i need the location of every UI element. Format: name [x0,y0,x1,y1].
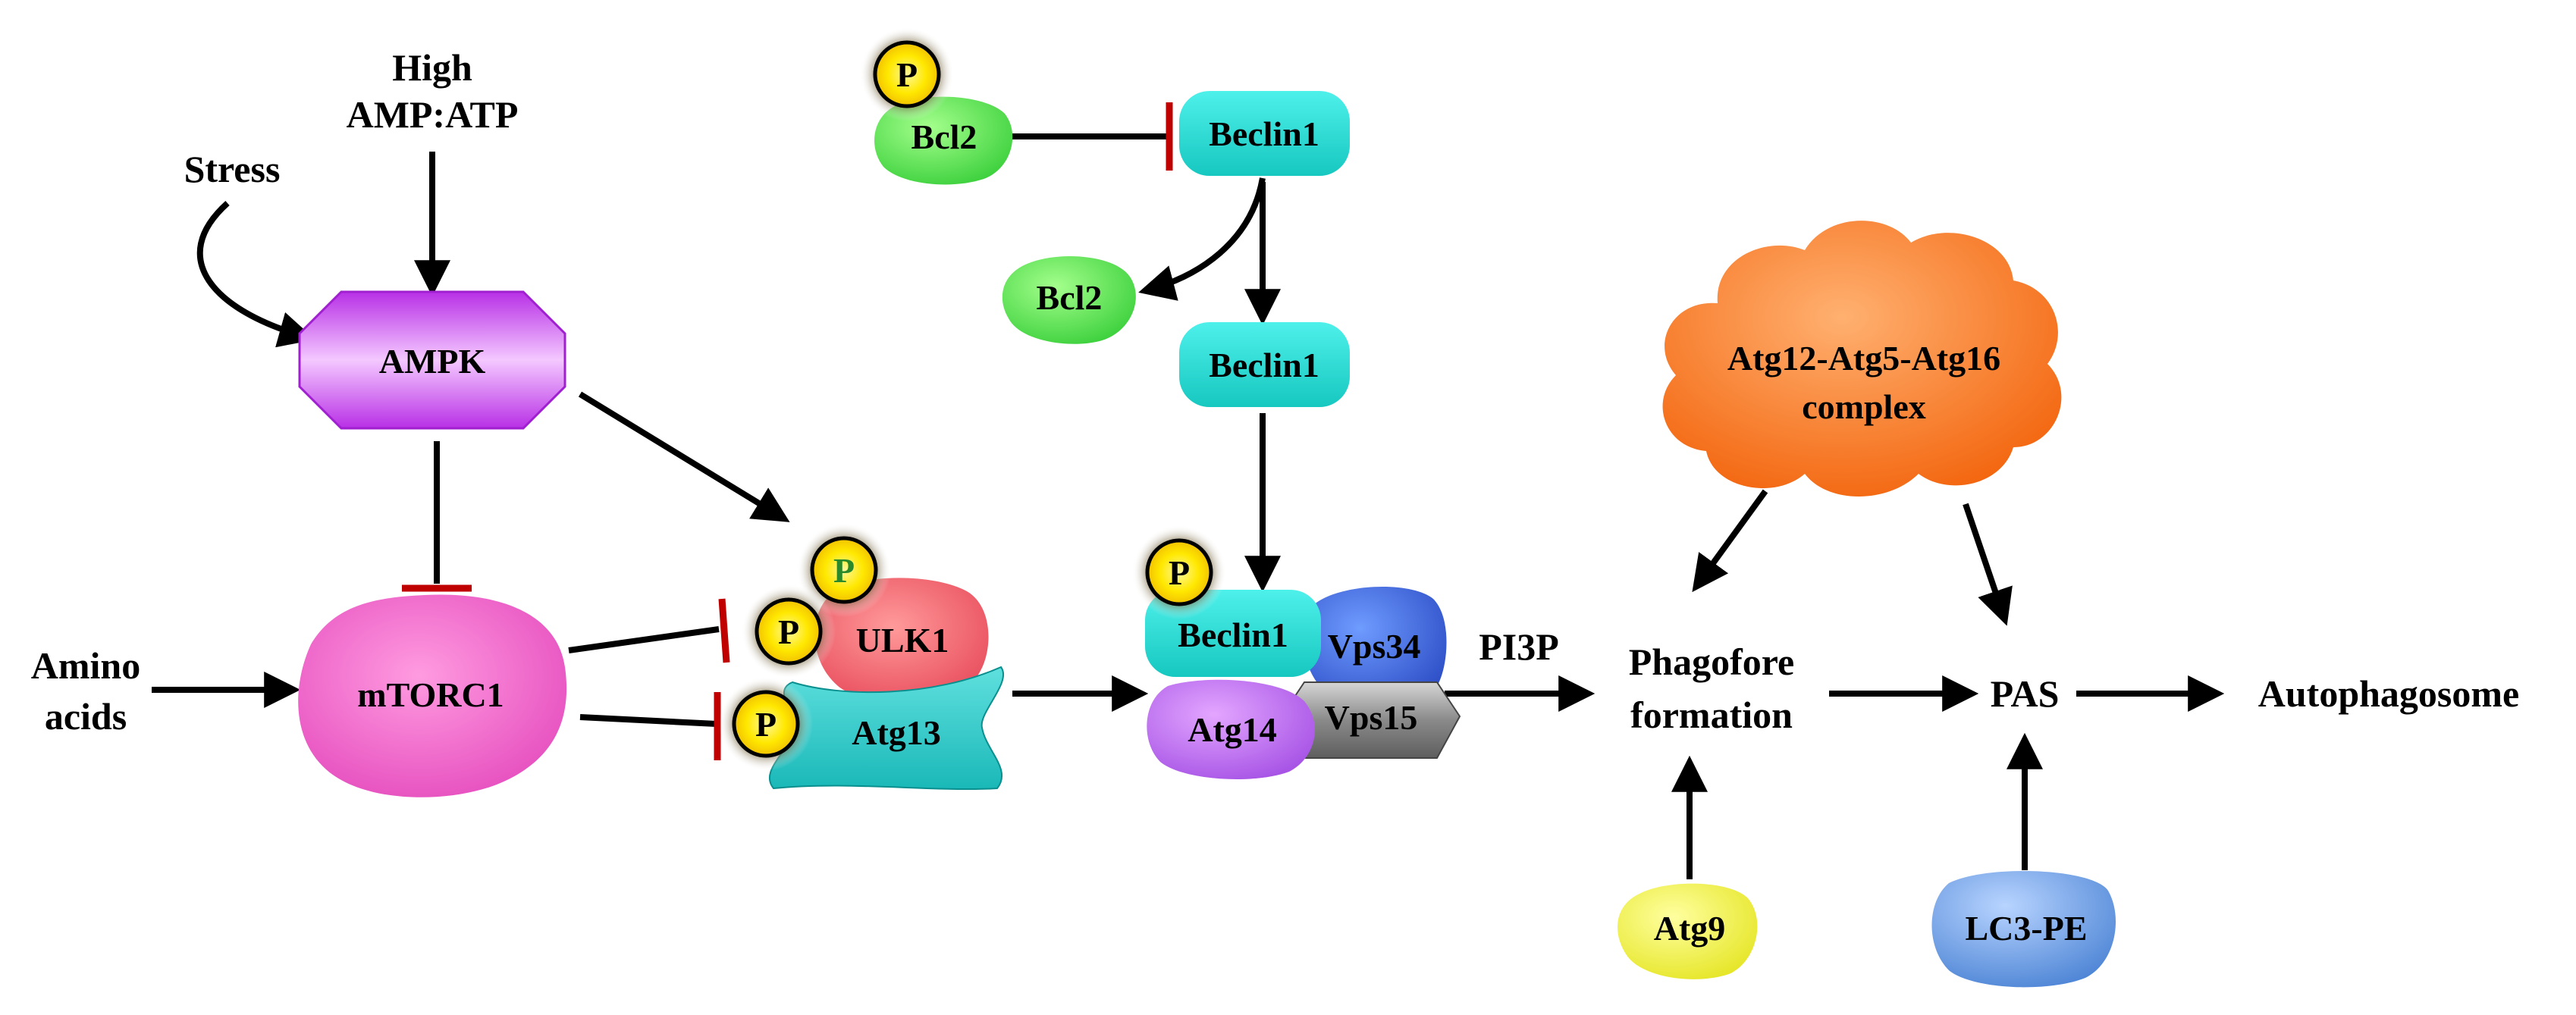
node-beclin1-top: Beclin1 [1179,91,1350,176]
label-autophagosome: Autophagosome [2258,672,2519,715]
phospho-bcl2: P [860,27,954,121]
phospho-beclin1: P [1132,525,1226,619]
node-lc3-pe-label: LC3-PE [1966,909,2088,948]
edge-mtorc1-inhibits-ulk1 [568,626,720,653]
node-atg9-label: Atg9 [1654,909,1726,948]
label-pas: PAS [1991,672,2060,715]
phosphorylation-marks: P P P P P [719,27,1226,771]
nodes: AMPK mTORC1 ULK1 Atg13 Bcl2 Beclin1 [298,91,2116,988]
phospho-ulk1-top: P [797,523,891,617]
edge-atg-complex-to-pas [1963,503,2013,626]
node-ampk-label: AMPK [379,342,486,381]
phospho-beclin1-label: P [1169,553,1190,592]
node-beclin1-top-label: Beclin1 [1209,114,1319,153]
phospho-atg13: P [719,677,813,771]
edges [152,102,2225,879]
phospho-ulk1-label: P [778,612,799,651]
node-vps34-label: Vps34 [1328,627,1421,666]
label-amp-atp: AMP:ATP [347,93,519,136]
node-vps15-label: Vps15 [1325,698,1418,737]
node-lc3-pe: LC3-PE [1931,870,2116,988]
node-atg9: Atg9 [1617,883,1758,979]
edge-ampk-to-ulk1 [578,391,790,522]
node-mtorc1: mTORC1 [298,594,567,797]
node-ulk1-label: ULK1 [856,621,949,659]
phospho-ulk1-top-label: P [833,551,855,590]
node-atg13-label: Atg13 [852,713,941,752]
node-bcl2-bound-label: Bcl2 [911,117,977,156]
free-labels: High AMP:ATP Stress Amino acids PI3P Pha… [31,46,2519,738]
edge-mtorc1-inhibits-atg13 [579,714,717,727]
label-acids: acids [45,695,127,738]
node-beclin1-complex-label: Beclin1 [1178,616,1288,654]
node-beclin1-free-label: Beclin1 [1209,346,1319,384]
phospho-ulk1: P [742,584,836,678]
label-formation: formation [1630,694,1793,736]
node-beclin1-free: Beclin1 [1179,322,1350,407]
node-mtorc1-label: mTORC1 [357,675,504,714]
edge-atg-complex-to-phagofore [1692,489,1768,593]
node-atg14: Atg14 [1147,679,1315,779]
label-amino: Amino [31,644,140,687]
inhibition-bar-ulk1 [718,598,730,663]
node-bcl2-released: Bcl2 [1002,256,1136,344]
edge-beclin1-releases-bcl2 [1138,177,1266,301]
phospho-bcl2-label: P [896,55,918,94]
node-atg13: Atg13 [768,666,1004,791]
node-vps15: Vps15 [1280,681,1461,759]
edge-stress-to-ampk [196,201,315,348]
node-bcl2-released-label: Bcl2 [1037,278,1103,317]
label-phagofore: Phagofore [1629,641,1794,683]
node-atg12-complex-line1: Atg12-Atg5-Atg16 [1727,339,2000,377]
node-vps34: Vps34 [1302,586,1447,706]
node-atg12-complex-line2: complex [1802,387,1926,426]
label-high: High [392,46,472,89]
node-ampk: AMPK [298,290,566,430]
label-stress: Stress [184,148,281,190]
node-atg12-complex: Atg12-Atg5-Atg16 complex [1662,221,2062,497]
phospho-atg13-label: P [755,705,777,744]
node-atg14-label: Atg14 [1188,710,1277,749]
label-pi3p: PI3P [1479,625,1559,668]
